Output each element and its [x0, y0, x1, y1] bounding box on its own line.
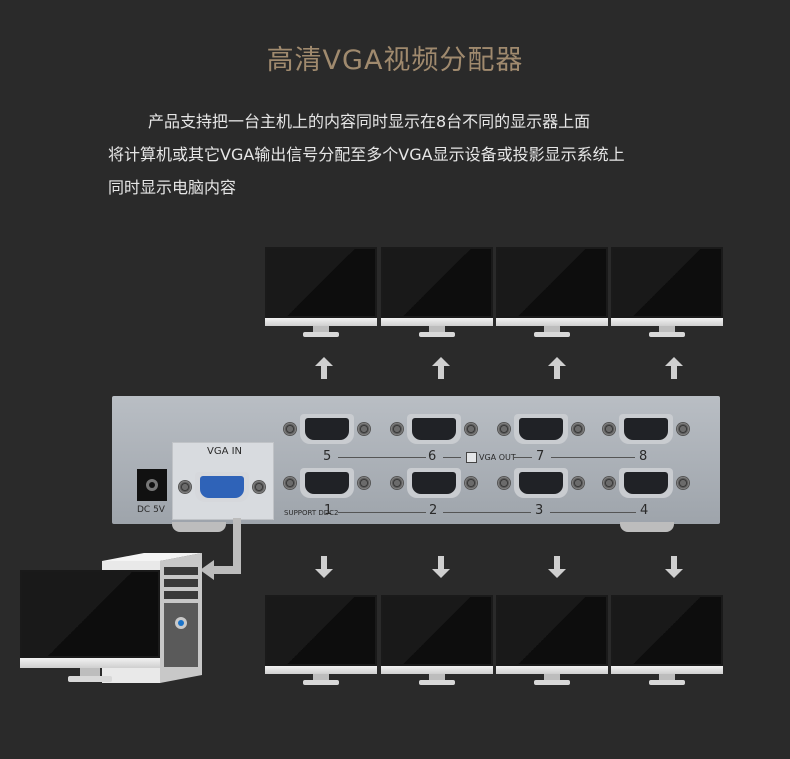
arrow-up-icon — [548, 357, 566, 379]
divider-line — [338, 512, 426, 513]
output-monitor-bottom-3 — [496, 595, 608, 685]
dc-label: DC 5V — [137, 505, 165, 515]
arrow-up-icon — [432, 357, 450, 379]
dc-power-jack — [137, 469, 167, 501]
vga-out-port-3 — [497, 466, 585, 500]
port-number-2: 2 — [429, 503, 438, 518]
monitor-screen — [265, 247, 377, 318]
monitor-screen — [265, 595, 377, 666]
arrow-down-icon — [315, 556, 333, 578]
device-foot — [172, 522, 226, 532]
output-monitor-top-4 — [611, 247, 723, 337]
monitor-screen — [381, 595, 493, 666]
vga-out-port-8 — [602, 412, 690, 446]
arrow-down-icon — [432, 556, 450, 578]
output-monitor-bottom-2 — [381, 595, 493, 685]
source-monitor — [20, 570, 160, 682]
port-number-1: 1 — [324, 503, 333, 518]
divider-line — [443, 512, 531, 513]
output-monitor-top-2 — [381, 247, 493, 337]
monitor-screen — [611, 247, 723, 318]
port-number-8: 8 — [639, 449, 648, 464]
vga-out-port-7 — [497, 412, 585, 446]
page-title: 高清VGA视频分配器 — [266, 45, 524, 76]
output-monitor-top-1 — [265, 247, 377, 337]
vga-in-label: VGA IN — [207, 446, 243, 457]
output-monitor-bottom-4 — [611, 595, 723, 685]
arrow-up-icon — [315, 357, 333, 379]
monitor-screen — [496, 595, 608, 666]
output-monitor-top-3 — [496, 247, 608, 337]
vga-out-port-5 — [283, 412, 371, 446]
arrow-up-icon — [665, 357, 683, 379]
vga-out-icon — [466, 452, 477, 463]
vga-out-port-6 — [390, 412, 478, 446]
divider-line — [550, 512, 636, 513]
port-number-7: 7 — [536, 449, 545, 464]
vga-out-port-4 — [602, 466, 690, 500]
port-number-3: 3 — [535, 503, 544, 518]
monitor-screen — [496, 247, 608, 318]
port-number-6: 6 — [428, 449, 437, 464]
support-ddc2-label: SUPPORT DDC2 — [284, 509, 339, 517]
vga-out-port-1 — [283, 466, 371, 500]
divider-line — [338, 457, 426, 458]
vga-in-port — [178, 470, 266, 504]
arrow-down-icon — [665, 556, 683, 578]
arrow-down-icon — [548, 556, 566, 578]
divider-line — [551, 457, 635, 458]
device-foot — [620, 522, 674, 532]
vga-out-port-2 — [390, 466, 478, 500]
divider-line — [514, 457, 532, 458]
monitor-screen — [381, 247, 493, 318]
port-number-4: 4 — [640, 503, 649, 518]
divider-line — [443, 457, 461, 458]
output-monitor-bottom-1 — [265, 595, 377, 685]
port-number-5: 5 — [323, 449, 332, 464]
input-elbow-arrow-icon — [200, 518, 241, 580]
monitor-screen — [20, 570, 160, 658]
vga-out-label: VGA OUT — [479, 453, 516, 462]
description-line-2: 将计算机或其它VGA输出信号分配至多个VGA显示设备或投影显示系统上 — [108, 145, 625, 164]
description-line-1: 产品支持把一台主机上的内容同时显示在8台不同的显示器上面 — [148, 112, 591, 131]
description-line-3: 同时显示电脑内容 — [108, 178, 237, 197]
monitor-screen — [611, 595, 723, 666]
